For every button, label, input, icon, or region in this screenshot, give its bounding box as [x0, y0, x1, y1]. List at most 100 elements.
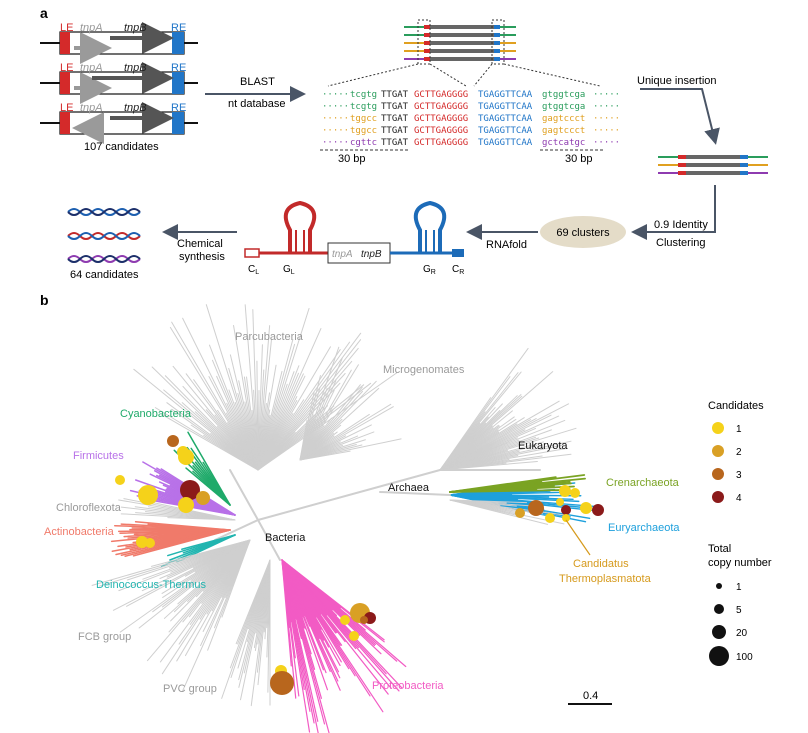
tree-branch [229, 469, 259, 521]
svg-text:TTGAT: TTGAT [381, 90, 409, 100]
tree-branch [214, 519, 259, 541]
tree-branch [171, 321, 259, 471]
tree-branch [299, 386, 363, 461]
tree-branch [299, 369, 352, 461]
candidate-bubble [562, 514, 570, 522]
candidate-bubble [349, 631, 359, 641]
clade-thermoplasmatota: Thermoplasmatota [559, 573, 652, 585]
tnpa-label: tnpA [80, 62, 103, 74]
tree-branch [299, 346, 340, 461]
tnpb-label: tnpB [361, 249, 382, 260]
clade-candidatus: Candidatus [573, 558, 629, 570]
tree-branch [299, 403, 392, 461]
alignment-row: ····· tcgtg TTGAT GCTTGAGGGG TGAGGTTCAA … [322, 90, 620, 100]
tree-branch [299, 364, 359, 461]
legend-copy-label: 100 [736, 652, 753, 663]
legend-candidates-label: 1 [736, 424, 742, 435]
tree-branch [233, 324, 259, 471]
svg-text:GCTTGAGGGG: GCTTGAGGGG [414, 102, 468, 112]
svg-text:TTGAT: TTGAT [381, 102, 409, 112]
svg-text:TGAGGTTCAA: TGAGGTTCAA [478, 126, 533, 136]
svg-text:CL: CL [248, 264, 259, 276]
tree-branch [449, 499, 549, 525]
clade-eukaryota: Eukaryota [518, 440, 568, 452]
clade-fcb: FCB group [78, 631, 131, 643]
tree-branch [205, 304, 259, 471]
clade-cyanobacteria: Cyanobacteria [120, 408, 192, 420]
svg-text:TGAGGTTCAA: TGAGGTTCAA [478, 90, 533, 100]
tnpa-label: tnpA [80, 22, 103, 34]
re-label: RE [171, 22, 186, 34]
candidate-bubble [115, 475, 125, 485]
candidate-bubble [177, 446, 189, 458]
rna-structure: tnpA tnpB CL GL GR CR [244, 200, 464, 276]
candidate-bubble [561, 505, 571, 515]
tree-branch [257, 349, 341, 471]
tree-branch [379, 491, 451, 496]
candidate-bubble [580, 502, 592, 514]
tree-branch [182, 317, 259, 471]
le-label: LE [60, 62, 73, 74]
clade-euryarchaeota: Euryarchaeota [608, 522, 680, 534]
bp-left-label: 30 bp [338, 153, 366, 165]
tree-branch [169, 326, 259, 471]
legend-copy-title: Total [708, 543, 731, 555]
svg-text:·····: ····· [593, 114, 620, 124]
candidate-bubble [559, 485, 571, 497]
tree-branch [257, 341, 351, 471]
tree-branch [299, 380, 377, 461]
tree-branch [299, 406, 394, 461]
svg-text:·····: ····· [322, 90, 349, 100]
unique-insertion-label: Unique insertion [637, 75, 717, 87]
tree-branch [281, 559, 292, 667]
legend-candidates-title: Candidates [708, 400, 764, 412]
clade-crenarchaeota: Crenarchaeota [606, 477, 680, 489]
identity-label: 0.9 Identity [654, 219, 708, 231]
candidate-bubble [270, 671, 294, 695]
clusters-label: 69 clusters [556, 227, 610, 239]
tree-branch [257, 360, 353, 471]
clade-parcubacteria: Parcubacteria [235, 331, 304, 343]
clustering-arrow [631, 185, 716, 240]
legend-copy-swatch [714, 604, 724, 614]
svg-text:·····: ····· [322, 114, 349, 124]
tree-branch [257, 469, 441, 521]
legend-copy-label: 1 [736, 582, 742, 593]
tree-branch [181, 534, 236, 550]
cassette-2: LE RE tnpA tnpB [40, 62, 198, 104]
panel-a-label: a [40, 5, 48, 21]
svg-text:GCTTGAGGGG: GCTTGAGGGG [414, 90, 468, 100]
svg-text:·····: ····· [593, 90, 620, 100]
svg-text:tggcc: tggcc [350, 114, 377, 124]
tnpb-label: tnpB [124, 22, 147, 34]
legend-copy-swatch [716, 583, 722, 589]
legend-candidates-swatch [712, 422, 724, 434]
svg-text:·····: ····· [593, 102, 620, 112]
unique-insertion-arrow [640, 88, 720, 145]
legend-copy-label: 5 [736, 605, 742, 616]
svg-text:GL: GL [283, 264, 295, 276]
svg-text:tcgtg: tcgtg [350, 102, 377, 112]
svg-text:TTGAT: TTGAT [381, 114, 409, 124]
cassette-1: LE RE tnpA tnpB [40, 22, 198, 64]
tree-branch [299, 438, 402, 461]
legend-copy-swatch [712, 625, 726, 639]
tree-branch [257, 346, 331, 471]
candidate-bubble [592, 504, 604, 516]
candidates-count: 107 candidates [84, 141, 159, 153]
tree-branch [257, 307, 310, 471]
candidate-bubble [138, 485, 158, 505]
svg-text:TGAGGTTCAA: TGAGGTTCAA [478, 102, 533, 112]
tree-branch [439, 460, 538, 471]
legend-candidates-swatch [712, 445, 724, 457]
svg-text:tcgtg: tcgtg [350, 90, 377, 100]
candidate-bubble [136, 536, 148, 548]
svg-text:GR: GR [423, 264, 436, 276]
svg-text:GCTTGAGGGG: GCTTGAGGGG [414, 126, 468, 136]
svg-text:gctcatgc: gctcatgc [542, 138, 585, 148]
legend-candidates: Candidates 1 2 3 4 [708, 400, 764, 504]
clustering-label: Clustering [656, 237, 706, 249]
svg-text:cgttc: cgttc [350, 138, 377, 148]
clade-microgenomates: Microgenomates [383, 364, 465, 376]
